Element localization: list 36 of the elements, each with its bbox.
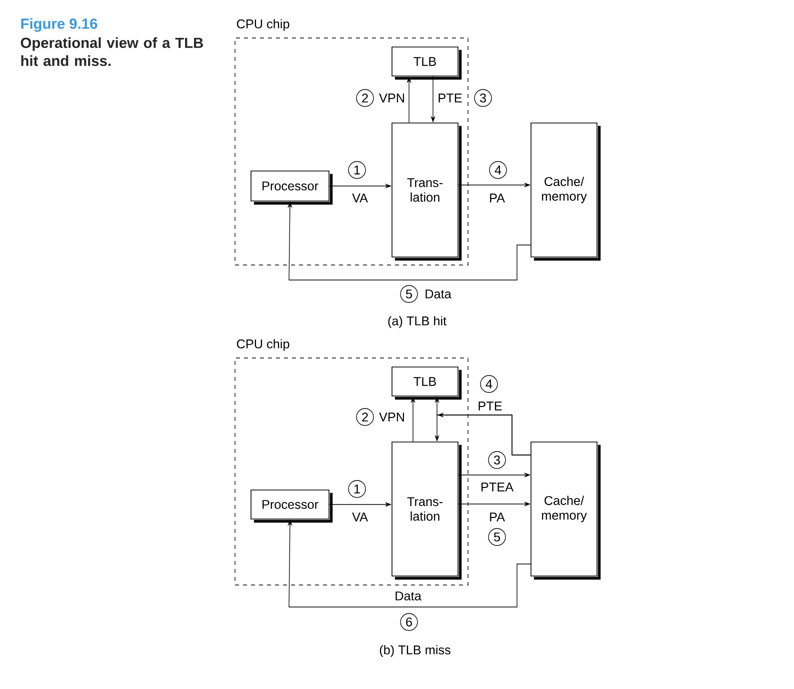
- edge-label: PTE: [476, 400, 504, 412]
- edge-label: PA: [488, 511, 506, 523]
- step-number: 2: [356, 89, 374, 107]
- component-box: TLB: [392, 366, 462, 400]
- step-number: 1: [348, 161, 366, 179]
- edge-label: VA: [350, 192, 370, 204]
- step-number: 4: [480, 375, 498, 393]
- step-number: 4: [489, 161, 507, 179]
- step-number: 2: [356, 408, 374, 426]
- step-number: 5: [488, 528, 506, 546]
- node-label: CPU chip: [236, 339, 290, 351]
- step-number: 3: [488, 451, 506, 469]
- component-box: Processor: [250, 170, 333, 205]
- component-box: Processor: [250, 490, 333, 523]
- component-box: Trans- lation: [392, 442, 462, 580]
- edge-label: Data: [393, 590, 423, 602]
- component-box: Cache/ memory: [530, 122, 601, 261]
- subfigure-caption: (a) TLB hit: [388, 316, 446, 328]
- subfigure-caption: (b) TLB miss: [380, 645, 450, 657]
- edge-label: PA: [488, 192, 506, 204]
- edge-label: VA: [350, 511, 370, 523]
- edge-label: VPN: [378, 411, 406, 423]
- edge-label: PTEA: [479, 481, 515, 493]
- component-box: Cache/ memory: [530, 442, 601, 580]
- step-number: 5: [400, 285, 418, 303]
- step-number: 1: [348, 480, 366, 498]
- node-label: CPU chip: [236, 19, 290, 31]
- step-number: 3: [474, 89, 492, 107]
- edge-label: VPN: [378, 92, 406, 104]
- edge-label: PTE: [436, 92, 464, 104]
- figure-caption: Operational view of a TLB hit and miss.: [20, 37, 203, 66]
- component-box: Trans- lation: [392, 122, 462, 261]
- step-number: 6: [400, 613, 418, 631]
- edge-label: Data: [423, 288, 453, 300]
- figure-number: Figure 9.16: [21, 18, 98, 32]
- component-box: TLB: [392, 46, 462, 80]
